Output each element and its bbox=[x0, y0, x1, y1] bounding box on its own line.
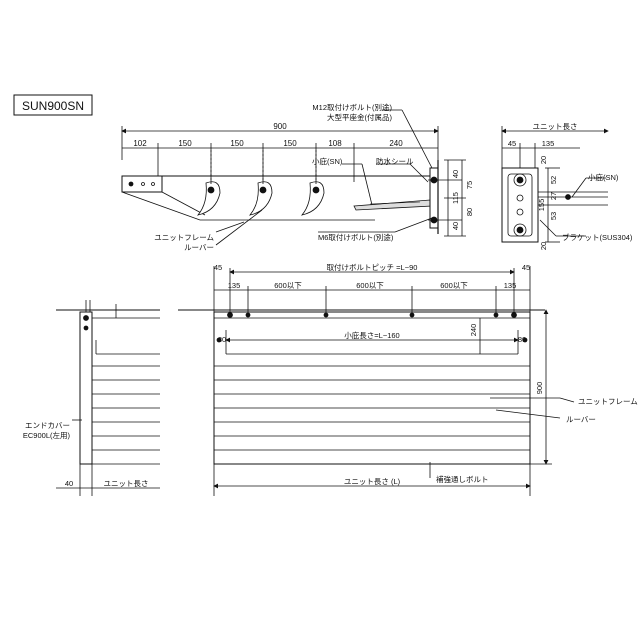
eave-offset-right: 80 bbox=[518, 335, 526, 344]
side-view bbox=[121, 109, 466, 246]
end-dim-53: 53 bbox=[549, 212, 558, 220]
vdim-40-top: 40 bbox=[451, 170, 460, 178]
end-small-eave-label: 小庇(SN) bbox=[588, 172, 619, 182]
louver-label: ルーバー bbox=[184, 243, 214, 252]
washer-label: 大型平座金(付属品) bbox=[327, 112, 392, 122]
bracket-label: ブラケット(SUS304) bbox=[562, 232, 633, 242]
left-view bbox=[56, 300, 160, 496]
left-unit-length: ユニット長さ bbox=[104, 479, 149, 488]
vdim-40-bottom: 40 bbox=[451, 222, 460, 230]
end-dim-155: 155 bbox=[537, 199, 546, 212]
left-dim-40: 40 bbox=[65, 479, 73, 488]
front-unit-length: ユニット長さ (L) bbox=[344, 477, 401, 486]
end-view-labels: ユニット長さ 45 135 20 52 27 155 53 20 小庇(SN) … bbox=[508, 122, 633, 250]
waterproof-seal-label: 防水シール bbox=[376, 156, 414, 166]
dim-102: 102 bbox=[133, 139, 147, 148]
end-dim-20-bottom: 20 bbox=[539, 242, 548, 250]
side-view-labels: 900 102 150 150 150 108 240 M12取付けボルト(別途… bbox=[133, 102, 474, 252]
eave-offset-left: 80 bbox=[218, 335, 226, 344]
end-cover-model: EC900L(左用) bbox=[23, 430, 71, 440]
reinforce-bolt-label: 補強通しボルト bbox=[436, 474, 489, 484]
pitch-135-left: 135 bbox=[228, 281, 241, 290]
front-edge-45-right: 45 bbox=[522, 263, 530, 272]
end-unit-length: ユニット長さ bbox=[533, 122, 578, 131]
dim-108: 108 bbox=[328, 139, 342, 148]
eave-length-label: 小庇長さ=L−160 bbox=[344, 330, 399, 340]
front-view bbox=[178, 266, 575, 496]
m6-bolt-label: M6取付けボルト(別途) bbox=[318, 232, 394, 242]
pitch-600-b: 600以下 bbox=[356, 281, 384, 290]
end-dim-135: 135 bbox=[542, 139, 555, 148]
small-eave-label: 小庇(SN) bbox=[312, 156, 343, 166]
front-height: 900 bbox=[535, 382, 544, 395]
front-unit-frame-label: ユニットフレーム bbox=[578, 397, 638, 406]
eave-depth: 240 bbox=[469, 324, 478, 337]
unit-frame-label: ユニットフレーム bbox=[154, 233, 214, 242]
model-label-box: SUN900SN bbox=[13, 94, 93, 116]
m12-bolt-label: M12取付けボルト(別途) bbox=[312, 102, 392, 112]
left-view-labels: エンドカバー EC900L(左用) 40 ユニット長さ bbox=[23, 421, 149, 488]
bolt-pitch-label: 取付けボルトピッチ =L−90 bbox=[327, 262, 418, 272]
vdim-80: 80 bbox=[465, 208, 474, 216]
dim-150-a: 150 bbox=[178, 139, 192, 148]
pitch-135-right: 135 bbox=[504, 281, 517, 290]
front-edge-45-left: 45 bbox=[214, 263, 222, 272]
dim-900: 900 bbox=[273, 122, 287, 131]
end-dim-27: 27 bbox=[549, 192, 558, 200]
end-dim-52: 52 bbox=[549, 176, 558, 184]
dim-240: 240 bbox=[389, 139, 403, 148]
vdim-75: 75 bbox=[465, 181, 474, 189]
front-view-labels: 45 45 取付けボルトピッチ =L−90 135 600以下 600以下 60… bbox=[214, 262, 638, 486]
dim-150-c: 150 bbox=[283, 139, 297, 148]
pitch-600-a: 600以下 bbox=[274, 281, 302, 290]
pitch-600-c: 600以下 bbox=[440, 281, 468, 290]
end-cover-label: エンドカバー bbox=[25, 421, 70, 430]
end-dim-45: 45 bbox=[508, 139, 516, 148]
vdim-115: 115 bbox=[451, 192, 460, 204]
front-louver-label: ルーバー bbox=[566, 415, 596, 424]
dim-150-b: 150 bbox=[230, 139, 244, 148]
end-view bbox=[501, 126, 609, 243]
end-dim-20-top: 20 bbox=[539, 156, 548, 164]
model-label: SUN900SN bbox=[22, 99, 84, 113]
